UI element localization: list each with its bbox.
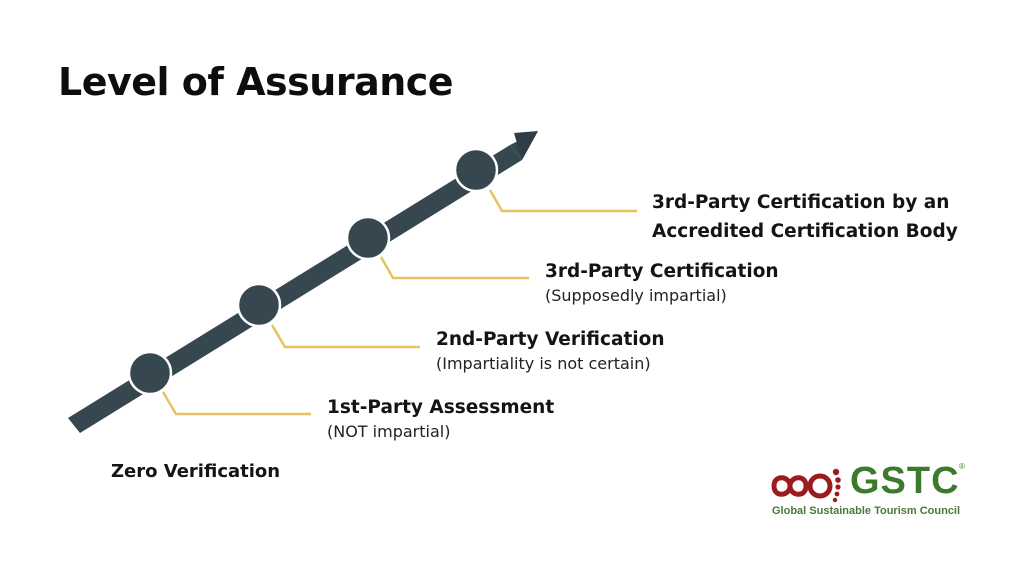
node-accredited (453, 147, 499, 193)
label-3rd-party-certification: 3rd-Party Certification (Supposedly impa… (545, 261, 779, 305)
node-2nd-party (236, 282, 282, 328)
label-1st-party-assessment: 1st-Party Assessment (NOT impartial) (327, 397, 555, 441)
gstc-logo: GSTC ® Global Sustainable Tourism Counci… (770, 460, 970, 522)
connector-lines (161, 189, 637, 416)
label-zero-verification: Zero Verification (111, 461, 281, 482)
node-3rd-party (345, 215, 391, 261)
page-title: Level of Assurance (58, 60, 454, 104)
node-1st-party (127, 350, 173, 396)
level-nodes (127, 147, 499, 396)
registered-mark: ® (959, 462, 965, 471)
label-2nd-party-verification: 2nd-Party Verification (Impartiality is … (436, 329, 665, 373)
arrow-bar (68, 131, 538, 433)
label-accredited-certification: 3rd-Party Certification by an Accredited… (652, 192, 958, 242)
logo-tagline: Global Sustainable Tourism Council (772, 505, 961, 517)
infinity-footprint-icon (771, 468, 841, 503)
logo-acronym: GSTC (850, 460, 960, 502)
